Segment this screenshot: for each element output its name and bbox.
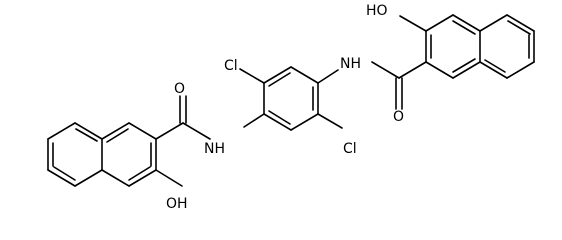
top-right-amide xyxy=(317,61,427,110)
carbonyl-oxygen-label-left: O xyxy=(174,81,185,97)
bond xyxy=(75,128,98,142)
bond xyxy=(106,128,129,143)
bond xyxy=(425,14,454,32)
bond xyxy=(506,14,535,32)
bond xyxy=(101,169,130,187)
hydroxyl-label-bottom: OH xyxy=(166,196,188,212)
bond xyxy=(128,169,157,187)
chlorine-label-top: Cl xyxy=(224,58,238,74)
bond xyxy=(452,20,476,35)
bond xyxy=(399,15,427,32)
bond xyxy=(182,122,211,140)
bond xyxy=(452,14,481,32)
bond xyxy=(53,166,76,181)
bond xyxy=(317,113,343,129)
bond xyxy=(452,61,481,79)
bond xyxy=(479,14,508,32)
bond xyxy=(398,61,427,79)
structure-diagram: HO NH O Cl Cl O NH OH xyxy=(47,3,535,212)
bond xyxy=(74,169,103,187)
bond xyxy=(452,58,476,73)
bond xyxy=(101,122,130,140)
bond xyxy=(155,122,184,140)
bond xyxy=(371,61,400,79)
bond xyxy=(484,59,506,73)
amine-label-left: NH xyxy=(204,141,225,157)
bond xyxy=(290,113,319,131)
bottom-left-naphthalene xyxy=(47,122,183,187)
bond xyxy=(268,110,291,125)
bond xyxy=(506,61,535,79)
atom-labels: HO NH O Cl Cl O NH OH xyxy=(166,3,404,212)
bond xyxy=(155,169,183,187)
bottom-left-amide xyxy=(155,95,265,140)
bond xyxy=(290,66,319,84)
hydroxyl-label-top: HO xyxy=(366,3,388,19)
bond xyxy=(47,169,76,187)
bond xyxy=(317,69,339,84)
amine-label-right: NH xyxy=(340,56,361,72)
bond xyxy=(47,122,76,140)
bond xyxy=(74,122,103,140)
carbonyl-oxygen-label-right: O xyxy=(393,109,404,125)
central-benzene-ring xyxy=(239,66,343,131)
bond xyxy=(479,61,508,79)
bond xyxy=(239,68,265,84)
top-right-naphthalene xyxy=(399,14,535,79)
bond xyxy=(128,166,151,181)
bond xyxy=(128,122,157,140)
bond xyxy=(243,113,265,128)
bond xyxy=(263,66,292,84)
chlorine-label-bottom: Cl xyxy=(343,141,357,157)
bond xyxy=(507,20,531,35)
bond xyxy=(263,113,292,131)
bond xyxy=(268,72,291,87)
structure-svg: HO NH O Cl Cl O NH OH xyxy=(47,3,535,212)
bond xyxy=(425,61,454,79)
